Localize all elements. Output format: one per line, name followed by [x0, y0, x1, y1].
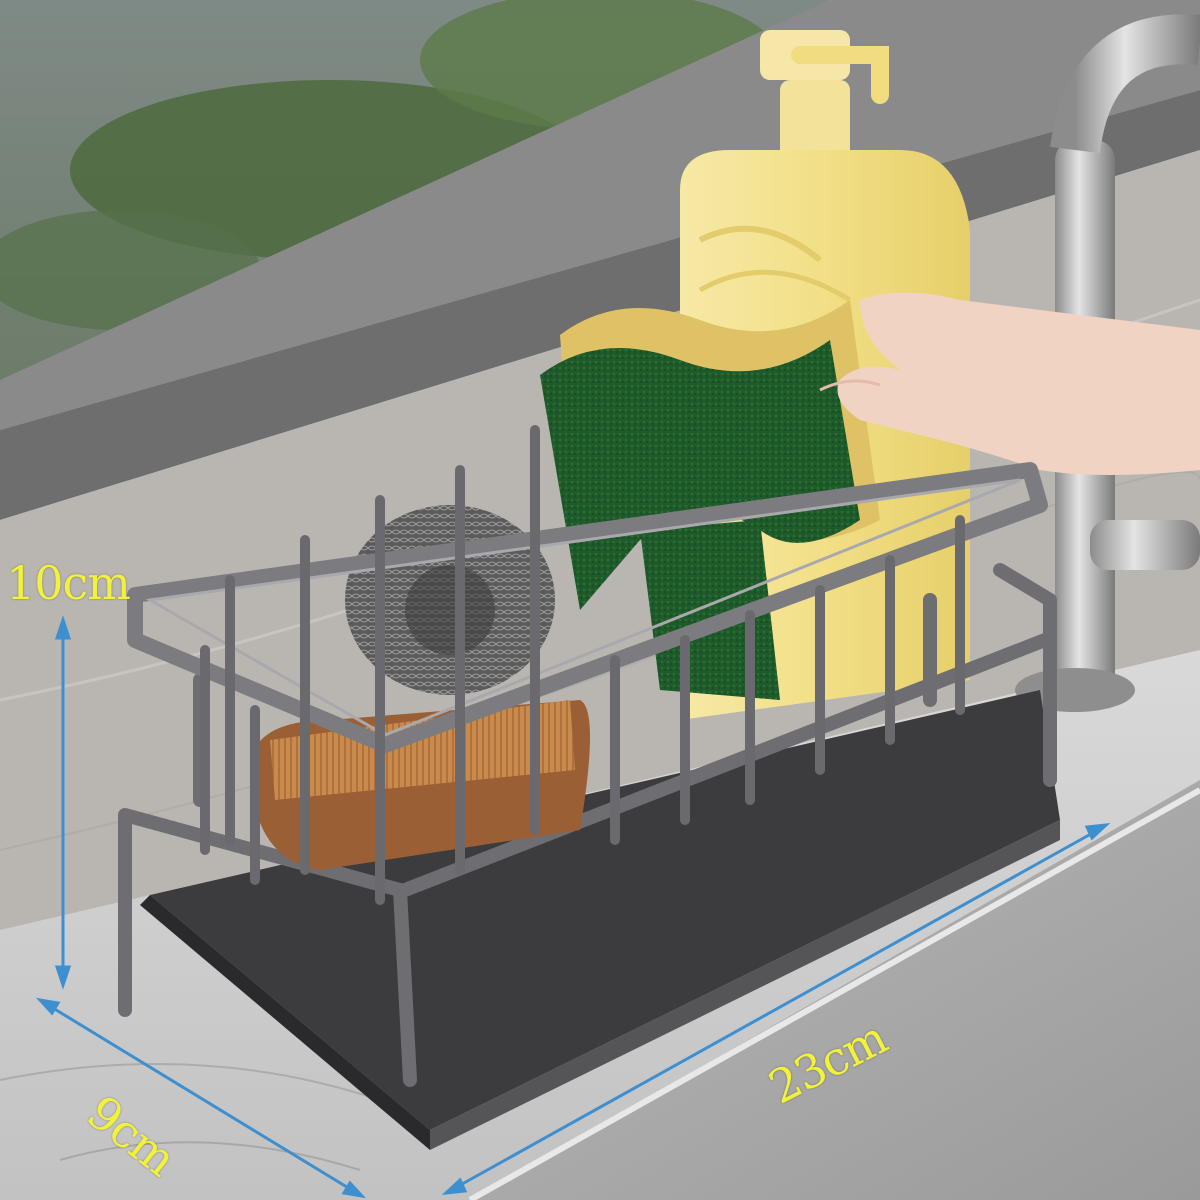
sponge	[540, 300, 880, 700]
width-dimension-line	[441, 823, 1111, 1195]
sponge-basket	[127, 425, 1048, 905]
height-label: 10cm	[6, 556, 131, 610]
height-dimension-line	[54, 615, 72, 990]
hand	[819, 292, 1200, 475]
sink-basin	[468, 780, 1200, 1200]
dimension-lines	[35, 615, 1111, 1199]
scrub-brush	[250, 700, 590, 870]
depth-dimension-line	[35, 997, 367, 1199]
drip-tray	[140, 690, 1060, 1150]
